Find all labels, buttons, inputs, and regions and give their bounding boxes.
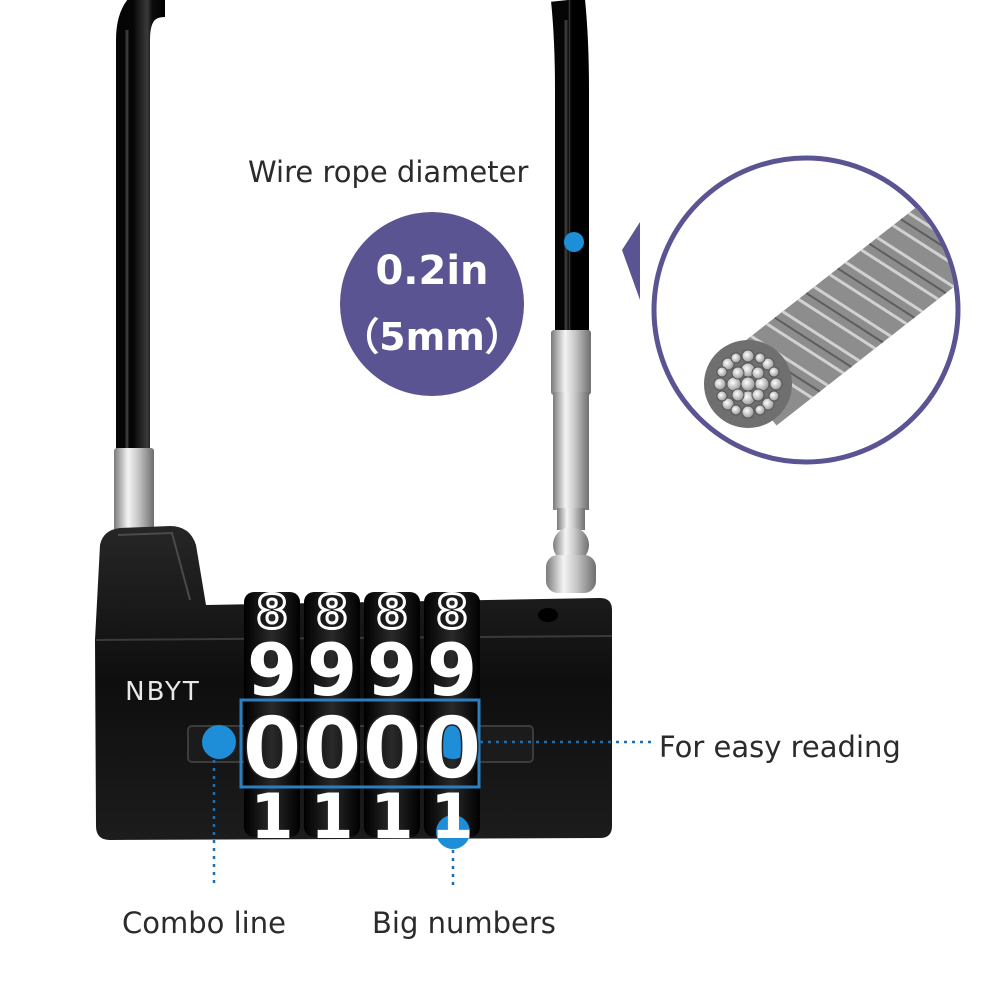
wheel-digit-combo-2: 0 [302, 699, 362, 799]
wheel-digit-lower-1: 1 [250, 780, 293, 853]
left-ferrule [114, 448, 154, 540]
wheel-digit-upper-1: 9 [247, 628, 297, 712]
right-ferrule [551, 330, 591, 395]
wire-strands-closeup [704, 197, 956, 428]
wheel-digit-combo-1: 0 [242, 699, 302, 799]
wheel-digit-combo-4: 0 [422, 699, 482, 799]
combo-line-dot [202, 725, 236, 759]
wheel-digit-lower-2: 1 [310, 780, 353, 853]
big-numbers-label: Big numbers [372, 906, 556, 940]
big-numbers-dot [436, 815, 470, 849]
wheel-digit-top-2: 8 [316, 585, 348, 639]
wheel-digit-top-4: 8 [436, 585, 468, 639]
diameter-badge [340, 212, 524, 396]
combination-wheels [244, 592, 480, 837]
easy-reading-dot [436, 725, 470, 759]
diameter-millimeters: （5mm） [341, 315, 523, 359]
cable-callout-dot [564, 232, 584, 252]
easy-reading-label: For easy reading [659, 730, 901, 764]
wheel-digit-upper-3: 9 [367, 628, 417, 712]
cable [116, 0, 167, 455]
combo-line-label: Combo line [122, 906, 286, 940]
wheel-digit-lower-3: 1 [370, 780, 413, 853]
wheel-digit-upper-4: 9 [427, 628, 477, 712]
combo-frame [239, 698, 481, 789]
diameter-inches: 0.2in [375, 248, 489, 294]
wheel-digit-combo-3: 0 [362, 699, 422, 799]
wheel-digit-top-1: 8 [256, 585, 288, 639]
wheel-digit-lower-4: 1 [430, 780, 473, 853]
wheel-digit-top-3: 8 [376, 585, 408, 639]
wheel-digit-upper-2: 9 [307, 628, 357, 712]
brand-logo: NBYT [125, 677, 201, 707]
wire-rope-diameter-label: Wire rope diameter [248, 155, 529, 189]
